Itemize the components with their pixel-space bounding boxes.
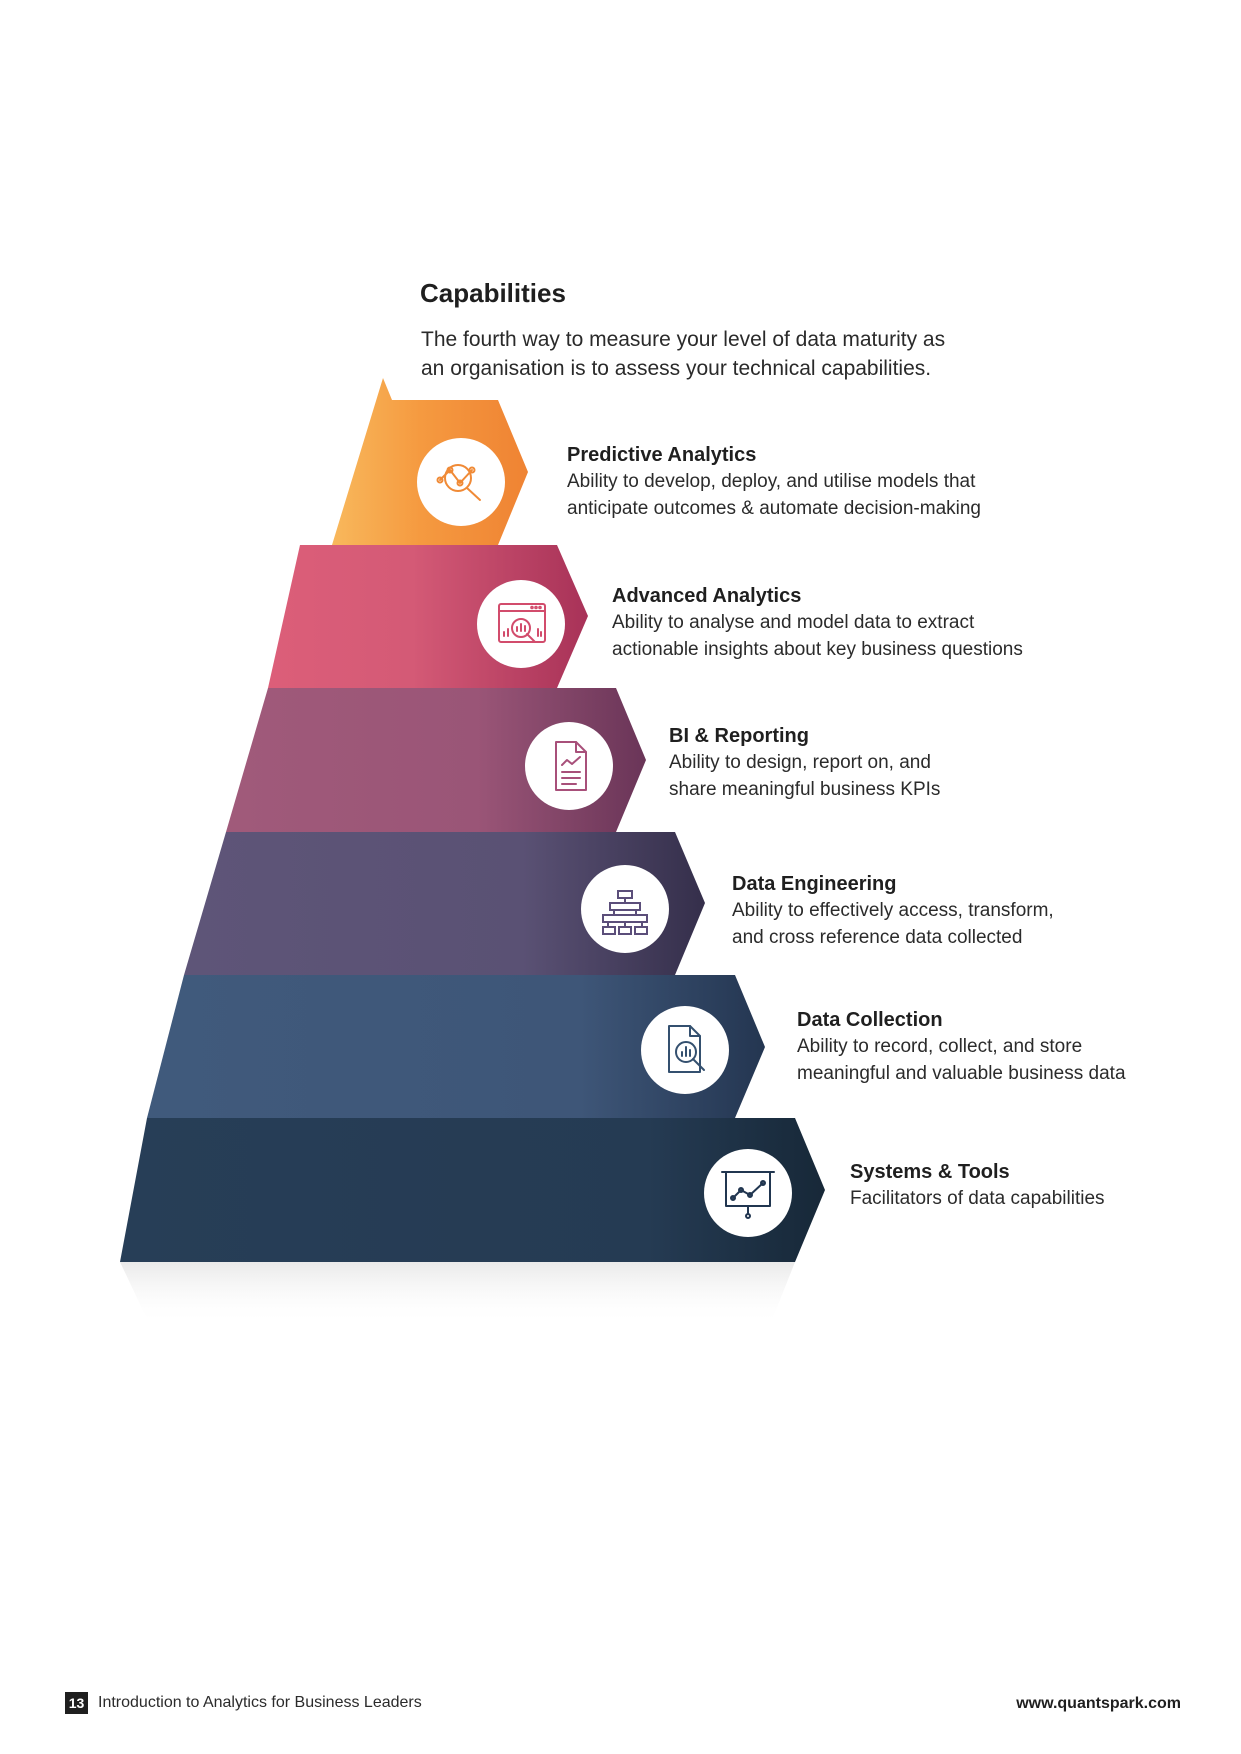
- tier-desc-line-1: Ability to effectively access, transform…: [732, 900, 1054, 921]
- tier-systems-tools-band: [120, 1118, 825, 1262]
- tier-data-collection-band: [147, 975, 765, 1118]
- tier-title: BI & Reporting: [669, 725, 809, 747]
- tier-description: Ability to develop, deploy, and utilise …: [567, 468, 1087, 522]
- document-title: Introduction to Analytics for Business L…: [98, 1694, 422, 1711]
- tier-title: Predictive Analytics: [567, 444, 757, 466]
- tier-desc-line-1: Ability to record, collect, and store: [797, 1036, 1083, 1057]
- intro-line-2: an organisation is to assess your techni…: [421, 357, 932, 380]
- tier-desc-line-2: share meaningful business KPIs: [669, 779, 941, 800]
- dashboard-magnifier-icon: [498, 603, 546, 643]
- tier-predictive-analytics: Predictive Analytics Ability to develop,…: [567, 442, 1087, 522]
- tier-title: Data Engineering: [732, 873, 897, 895]
- website-url: www.quantspark.com: [1016, 1695, 1181, 1712]
- tier-desc-line-2: meaningful and valuable business data: [797, 1063, 1126, 1084]
- tier-systems-tools: Systems & Tools Facilitators of data cap…: [850, 1159, 1241, 1212]
- tier-desc-line-1: Facilitators of data capabilities: [850, 1188, 1105, 1209]
- report-document-icon: [555, 741, 587, 791]
- tier-description: Ability to record, collect, and store me…: [797, 1033, 1241, 1087]
- intro-line-1: The fourth way to measure your level of …: [421, 328, 946, 351]
- intro-paragraph: The fourth way to measure your level of …: [421, 325, 981, 383]
- hierarchy-icon: [602, 890, 648, 935]
- page-title: Capabilities: [420, 278, 566, 308]
- tier-title: Data Collection: [797, 1009, 943, 1031]
- tier-advanced-analytics: Advanced Analytics Ability to analyse an…: [612, 583, 1132, 663]
- tier-desc-line-1: Ability to design, report on, and: [669, 752, 931, 773]
- tier-description: Ability to design, report on, and share …: [669, 749, 1189, 803]
- tier-description: Facilitators of data capabilities: [850, 1185, 1241, 1212]
- tier-data-engineering-band: [184, 832, 705, 975]
- tier-desc-line-1: Ability to analyse and model data to ext…: [612, 612, 975, 633]
- tier-description: Ability to effectively access, transform…: [732, 897, 1241, 951]
- analytics-search-icon: [436, 464, 481, 501]
- tier-description: Ability to analyse and model data to ext…: [612, 609, 1132, 663]
- tier-desc-line-2: actionable insights about key business q…: [612, 639, 1023, 660]
- document-search-icon: [668, 1025, 705, 1073]
- tier-bi-reporting: BI & Reporting Ability to design, report…: [669, 723, 1189, 803]
- tier-desc-line-2: anticipate outcomes & automate decision-…: [567, 498, 982, 519]
- tier-title: Systems & Tools: [850, 1161, 1010, 1183]
- tier-desc-line-1: Ability to develop, deploy, and utilise …: [567, 471, 976, 492]
- tier-data-engineering: Data Engineering Ability to effectively …: [732, 871, 1241, 951]
- tier-data-collection: Data Collection Ability to record, colle…: [797, 1007, 1241, 1087]
- tier-3-icon-circle: [525, 722, 613, 810]
- tier-desc-line-2: and cross reference data collected: [732, 927, 1023, 948]
- tier-title: Advanced Analytics: [612, 585, 802, 607]
- page-number: 13: [65, 1692, 88, 1714]
- presentation-board-icon: [721, 1171, 775, 1219]
